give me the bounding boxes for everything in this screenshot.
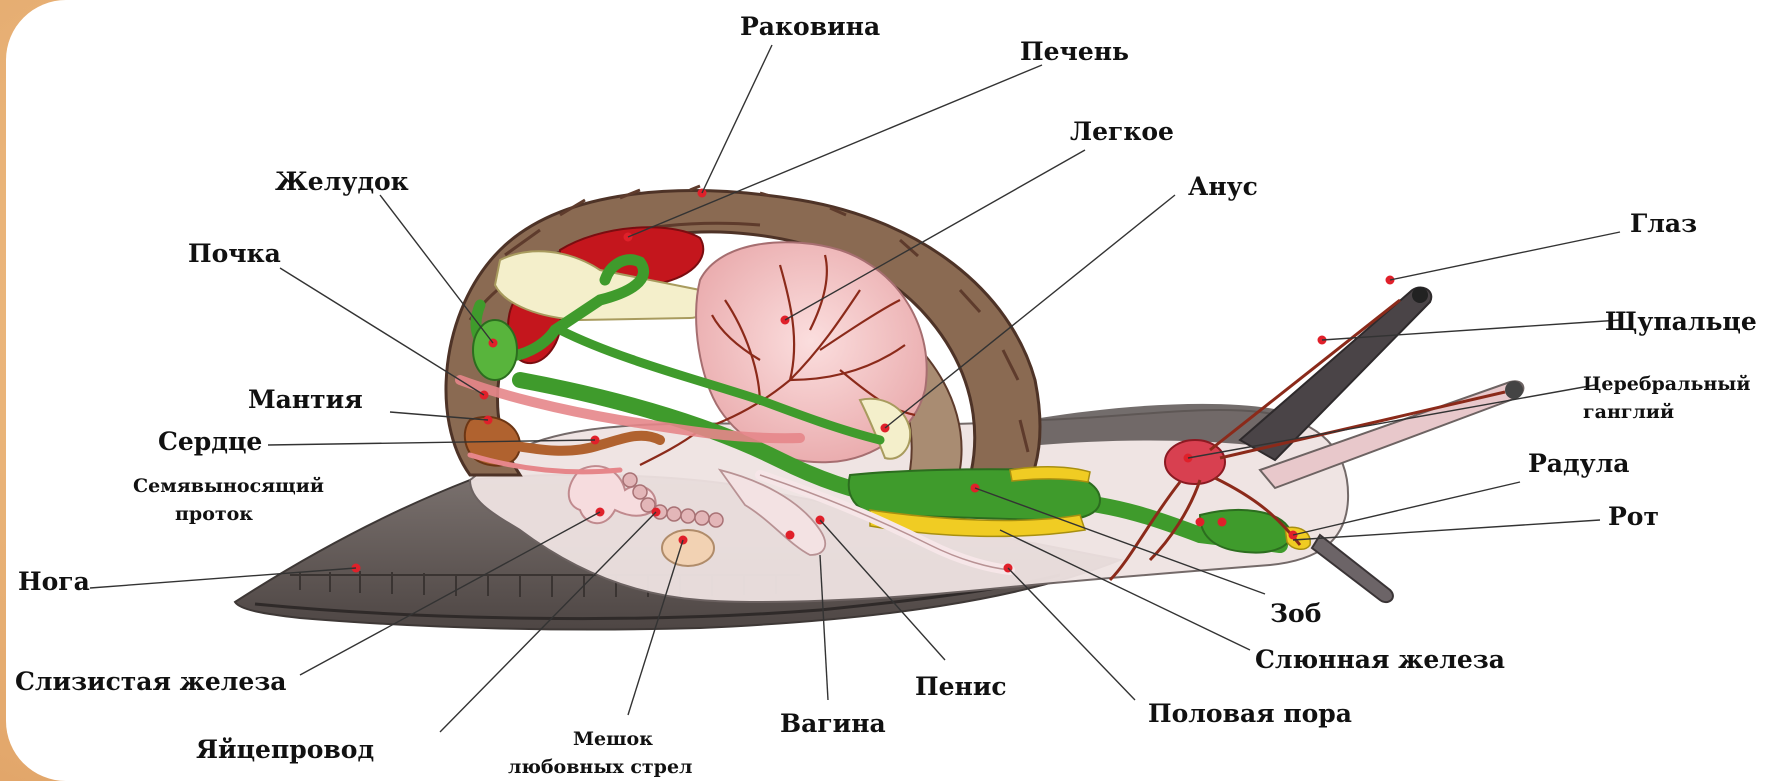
label-zob: Зоб xyxy=(1270,599,1321,628)
label-shchupaltse: Щупальце xyxy=(1605,307,1757,336)
label-slizistaya: Слизистая железа xyxy=(15,667,286,696)
label-cerebral-1: Церебральный xyxy=(1583,373,1750,395)
label-yaytsevod: Яйцепровод xyxy=(196,735,374,764)
lower-tentacle-tip xyxy=(1505,381,1523,399)
label-slyunnaya: Слюнная железа xyxy=(1255,645,1505,674)
label-noga: Нога xyxy=(18,567,90,596)
label-mantiya: Мантия xyxy=(248,385,363,414)
label-glaz: Глаз xyxy=(1630,209,1697,238)
label-serdtse: Сердце xyxy=(158,427,262,456)
label-rot: Рот xyxy=(1608,502,1659,531)
label-zheludok: Желудок xyxy=(275,167,409,196)
stomach xyxy=(473,320,517,380)
label-semyavynos-1: Семявыносящий xyxy=(133,475,324,497)
lower-front-tentacle xyxy=(1312,535,1393,602)
label-radula: Радула xyxy=(1528,449,1630,478)
label-cerebral-2: ганглий xyxy=(1583,401,1674,423)
label-semyavynos-2: проток xyxy=(175,503,253,525)
label-vagina: Вагина xyxy=(780,709,886,738)
label-penis: Пенис xyxy=(915,672,1007,701)
label-pochka: Почка xyxy=(188,239,281,268)
label-anus: Анус xyxy=(1188,172,1258,201)
label-legkoe: Легкое xyxy=(1070,117,1174,146)
label-meshok-2: любовных стрел xyxy=(508,756,692,778)
label-pechen: Печень xyxy=(1020,37,1129,66)
love-dart-sac xyxy=(662,530,714,566)
eye xyxy=(1412,287,1428,303)
label-meshok-1: Мешок xyxy=(573,728,653,750)
label-rakovina: Раковина xyxy=(740,12,880,41)
label-polovaya: Половая пора xyxy=(1148,699,1352,728)
